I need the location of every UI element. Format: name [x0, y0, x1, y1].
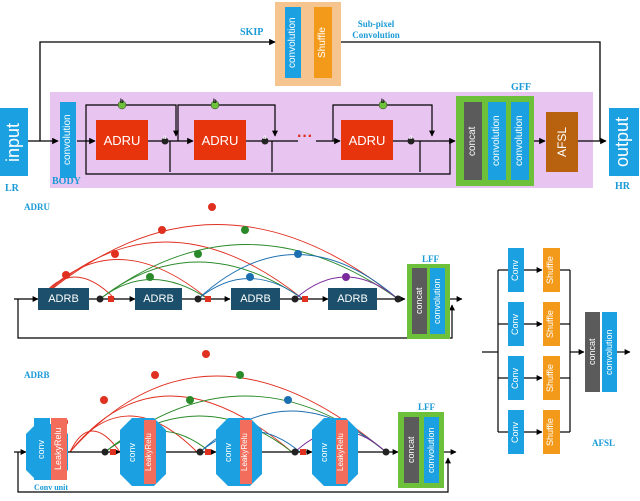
afsl-conv-3 [508, 356, 524, 400]
top-network [0, 2, 639, 188]
res-loop-1 [85, 104, 179, 141]
gff-conv-box-1 [488, 102, 506, 180]
conv-unit-2 [120, 418, 166, 486]
skip-wire [39, 38, 276, 141]
afsl-shuffle-3 [543, 356, 560, 400]
adrb-box-4 [328, 288, 377, 310]
input-box [0, 108, 28, 176]
afsl-shuffle-4 [543, 410, 560, 454]
adrb-box-1 [38, 288, 89, 310]
adru-box-1 [96, 120, 148, 160]
adru-box-3 [341, 120, 393, 160]
res-loop-2 [177, 104, 278, 141]
adrb-box-3 [231, 288, 280, 310]
afsl-conv-4 [508, 410, 524, 454]
afsl-detail [482, 248, 631, 454]
adru-box-2 [194, 120, 246, 160]
afsl-conv-1 [508, 248, 524, 292]
afsl-concat-box [585, 312, 600, 392]
global-skip-wire [85, 141, 451, 175]
output-box [609, 108, 639, 176]
conv-unit-4 [312, 418, 358, 486]
afsl-shuffle-1 [543, 248, 560, 292]
body-conv-box [60, 102, 76, 178]
gff-conv-box-2 [511, 102, 529, 180]
conv-unit-3 [216, 418, 262, 486]
skip-conv-box [285, 7, 301, 78]
gff-concat-box [464, 102, 482, 180]
skip-shuffle-box [314, 7, 332, 78]
afsl-shuffle-2 [543, 302, 560, 346]
adrb-box-2 [135, 288, 182, 310]
afsl-conv-2 [508, 302, 524, 346]
adrb-detail [14, 350, 457, 493]
adru-detail [14, 203, 463, 339]
afsl-conv-box [602, 312, 617, 392]
skip-out-wire [341, 41, 601, 141]
afsl-top-box [546, 112, 578, 172]
